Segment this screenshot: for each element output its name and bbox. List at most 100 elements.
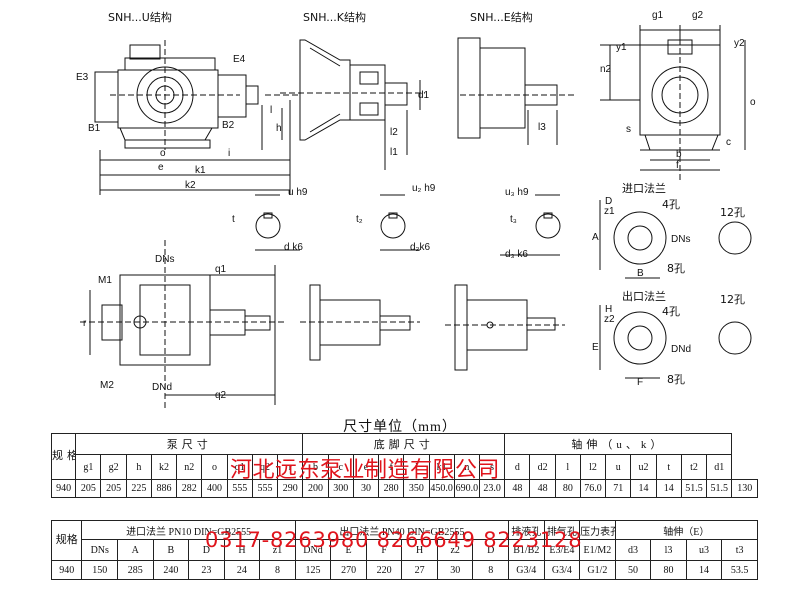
label-A: A — [592, 232, 599, 243]
t2-column-header: z2 — [436, 539, 474, 561]
t2-value-cell: G3/4 — [543, 560, 581, 580]
label-outlet-flange: 出口法兰 — [622, 289, 666, 303]
label-E: E — [592, 342, 599, 353]
label-D: D — [605, 196, 612, 207]
t1-value-cell: 886 — [150, 479, 178, 498]
t1-model-header: 规格 — [50, 433, 77, 480]
label-l: l — [270, 105, 272, 116]
t2-value-cell: 285 — [117, 560, 154, 580]
t1-value-cell: 130 — [731, 479, 758, 498]
label-inlet-flange: 进口法兰 — [622, 181, 666, 195]
label-z1: z1 — [604, 206, 615, 217]
view-title-u: SNH...U结构 — [108, 10, 172, 24]
label-y1: y1 — [616, 42, 627, 53]
t1-column-header: q2 — [251, 454, 279, 480]
label-k2: k2 — [185, 180, 196, 191]
label-M2: M2 — [100, 380, 114, 391]
t1-value-cell: 48 — [529, 479, 556, 498]
t1-group-shaft: 轴伸（u、k） — [504, 433, 733, 455]
t1-column-header: u2 — [630, 454, 657, 480]
t2-value-cell: 27 — [401, 560, 438, 580]
label-r: r — [83, 318, 87, 329]
pump-e-side-view — [457, 37, 575, 145]
label-u2-h9: u₂ h9 — [412, 183, 436, 194]
t1-column-header: g1 — [75, 454, 102, 480]
t1-column-header: f — [378, 454, 405, 480]
label-b2: B2 — [222, 120, 235, 131]
t1-value-cell: 48 — [504, 479, 531, 498]
pump-end-view — [600, 25, 746, 180]
unit-title: 尺寸单位（mm） — [343, 420, 457, 435]
label-u3-h9: u₃ h9 — [505, 187, 529, 198]
t1-value-cell: 80 — [554, 479, 581, 498]
t2-value-cell: 53.5 — [721, 560, 758, 580]
t2-column-header: F — [365, 539, 403, 561]
t1-value-cell: 51.5 — [680, 479, 708, 498]
t1-value-cell: 400 — [201, 479, 228, 498]
t1-value-cell: 14 — [655, 479, 682, 498]
view-title-e: SNH...E结构 — [470, 10, 533, 24]
label-B: B — [637, 268, 644, 279]
label-DNs: DNs — [671, 234, 690, 245]
t2-value-cell: 125 — [294, 560, 332, 580]
label-y2: y2 — [734, 38, 745, 49]
t2-value-cell: 150 — [81, 560, 119, 580]
t2-column-header: B1/B2 — [508, 539, 545, 561]
t2-column-header: DNd — [294, 539, 332, 561]
t2-value-cell: 220 — [365, 560, 403, 580]
t1-value-cell: 76.0 — [579, 479, 607, 498]
label-o: o — [160, 148, 166, 159]
label-d-k6: d k6 — [284, 242, 303, 253]
t2-column-header: A — [117, 539, 154, 561]
label-l3: l3 — [538, 122, 546, 133]
label-q1: q1 — [215, 264, 227, 275]
t1-value-cell: 290 — [277, 479, 304, 498]
label-z2: z2 — [604, 314, 615, 325]
t1-column-header: d2 — [529, 454, 556, 480]
t1-value-cell: 450.0 — [428, 479, 455, 498]
t1-group-foot: 底脚尺寸 — [302, 433, 506, 455]
label-d2-k6: d₂k6 — [410, 242, 430, 253]
t2-value-cell: 23 — [188, 560, 225, 580]
t1-value-cell: 555 — [251, 479, 279, 498]
t2-column-header: H — [223, 539, 261, 561]
t2-column-header: D — [188, 539, 225, 561]
t2-value-cell: 80 — [650, 560, 687, 580]
label-e: e — [158, 162, 164, 173]
t1-value-cell: 51.5 — [706, 479, 733, 498]
t1-value-cell: 225 — [125, 479, 152, 498]
engineering-drawing: SNH...U结构 SNH...K结构 SNH...E结构 E4 E3 B1 B… — [76, 10, 756, 410]
label-F: F — [637, 377, 643, 388]
label-d3-k6: d₃ k6 — [505, 249, 528, 260]
label-s: s — [626, 124, 631, 135]
t1-value-cell: 350 — [403, 479, 430, 498]
t1-column-header: b — [302, 454, 329, 480]
t1-value-cell: 300 — [327, 479, 354, 498]
t2-group-vent: 排气孔 — [543, 520, 581, 540]
t2-value-cell: 240 — [152, 560, 190, 580]
label-DNs-plan: DNs — [155, 254, 174, 265]
t2-column-header: l3 — [650, 539, 687, 561]
t2-value-cell: 30 — [436, 560, 474, 580]
t1-column-header: n — [453, 454, 481, 480]
shaft-key-sections — [255, 194, 561, 256]
t2-column-header: H — [401, 539, 438, 561]
t2-column-header: z1 — [259, 539, 296, 561]
t2-model-header: 规格 — [50, 520, 83, 561]
t1-column-header: r — [277, 454, 304, 480]
label-12holes-out: 12孔 — [720, 293, 745, 306]
label-d1: d1 — [418, 90, 430, 101]
dimension-table-flange: 规格 进口法兰 PN10 DIN=GB2555 出口法兰 PN40 DIN=GB… — [50, 520, 759, 580]
t1-value-cell: 14 — [630, 479, 657, 498]
t2-column-header: E1/M2 — [579, 539, 616, 561]
t1-group-pump: 泵尺寸 — [75, 433, 304, 455]
t2-value-cell: 8 — [472, 560, 510, 580]
t1-value-cell: 30 — [352, 479, 380, 498]
t1-column-header: n2 — [176, 454, 203, 480]
label-k1: k1 — [195, 165, 206, 176]
t1-column-header: l2 — [579, 454, 607, 480]
label-b: b — [676, 149, 682, 160]
t2-group-gauge: 压力表孔 — [579, 520, 616, 540]
label-h: h — [276, 123, 282, 134]
t2-value-cell: G1/2 — [579, 560, 616, 580]
